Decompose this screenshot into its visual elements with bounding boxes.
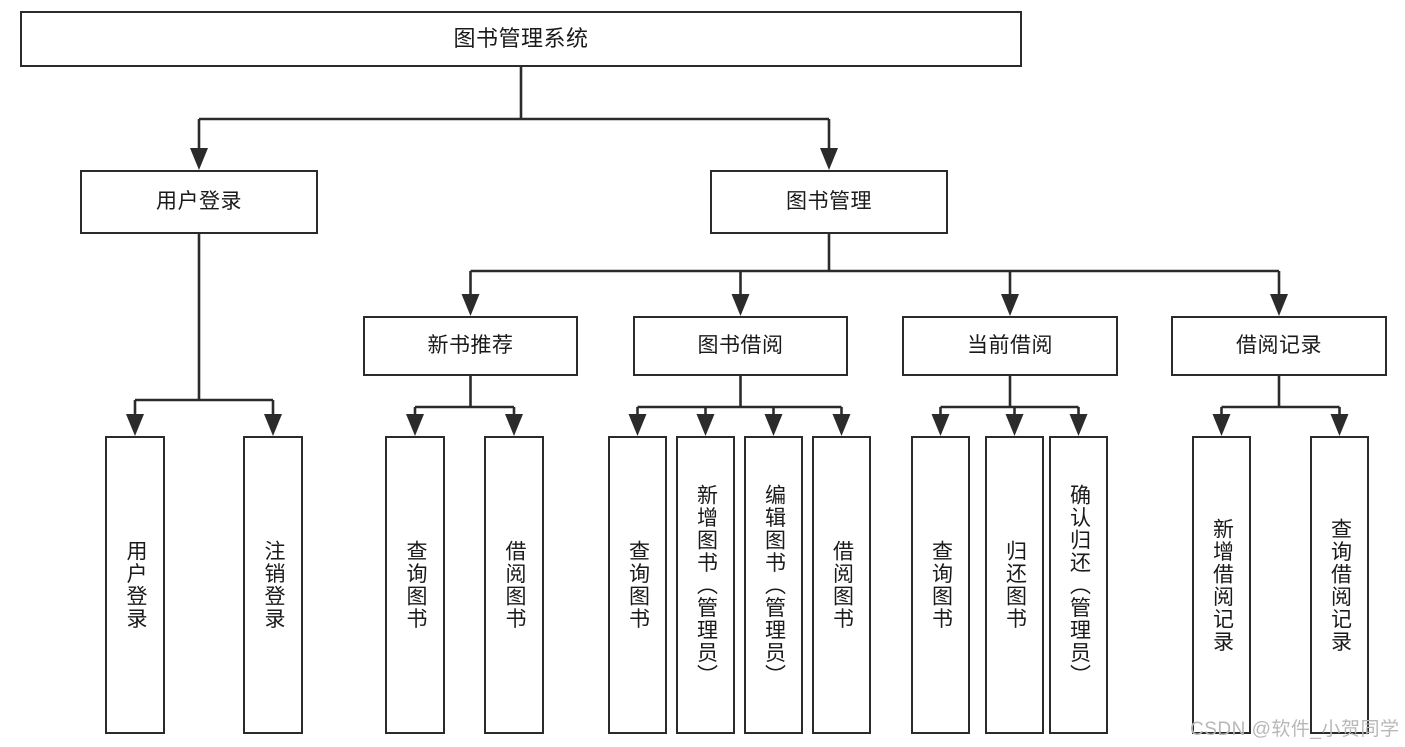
arrowhead (505, 414, 523, 436)
node-label-leaf-borrow-2: 借阅图书 (830, 540, 854, 630)
arrowhead (764, 414, 783, 436)
node-label-borrow-record: 借阅记录 (1236, 333, 1322, 357)
node-label-leaf-add-book: 新增图书（管理员） (694, 483, 718, 687)
node-label-book-borrow: 图书借阅 (697, 333, 784, 357)
node-leaf-add-rec[interactable]: 新增借阅记录 (1192, 436, 1251, 734)
arrowhead (820, 148, 838, 170)
node-leaf-add-book[interactable]: 新增图书（管理员） (676, 436, 735, 734)
arrowhead (832, 414, 851, 436)
node-book-manage[interactable]: 图书管理 (710, 170, 948, 234)
node-label-leaf-logout: 注销登录 (262, 540, 286, 630)
arrowhead (406, 414, 424, 436)
node-book-borrow[interactable]: 图书借阅 (633, 316, 848, 376)
arrowhead (1069, 414, 1088, 436)
arrowhead (1270, 294, 1288, 316)
arrowhead (1212, 414, 1231, 436)
arrowhead (1005, 414, 1024, 436)
node-label-root: 图书管理系统 (453, 26, 589, 52)
node-leaf-query-1[interactable]: 查询图书 (385, 436, 445, 734)
node-leaf-user-login[interactable]: 用户登录 (105, 436, 165, 734)
node-label-leaf-query-1: 查询图书 (404, 540, 428, 630)
node-borrow-record[interactable]: 借阅记录 (1171, 316, 1387, 376)
node-root[interactable]: 图书管理系统 (20, 11, 1022, 67)
node-label-leaf-user-login: 用户登录 (124, 540, 148, 630)
node-label-leaf-query-rec: 查询借阅记录 (1328, 517, 1352, 653)
node-label-leaf-edit-book: 编辑图书（管理员） (762, 483, 786, 687)
arrowhead (190, 148, 208, 170)
node-leaf-borrow-2[interactable]: 借阅图书 (812, 436, 871, 734)
watermark-text: CSDN @软件_小贺同学 (1190, 719, 1400, 740)
node-label-current-borrow: 当前借阅 (967, 333, 1053, 357)
arrowhead (264, 414, 282, 436)
node-label-leaf-confirm: 确认归还（管理员） (1067, 483, 1091, 687)
node-label-leaf-query-3: 查询图书 (929, 540, 953, 630)
node-label-user-login: 用户登录 (156, 189, 242, 213)
node-label-leaf-add-rec: 新增借阅记录 (1210, 517, 1234, 653)
arrowhead (126, 414, 144, 436)
node-label-book-manage: 图书管理 (786, 189, 872, 213)
node-label-leaf-borrow-1: 借阅图书 (503, 540, 527, 630)
node-leaf-edit-book[interactable]: 编辑图书（管理员） (744, 436, 803, 734)
node-label-leaf-query-2: 查询图书 (626, 540, 650, 630)
node-leaf-confirm[interactable]: 确认归还（管理员） (1049, 436, 1108, 734)
node-current-borrow[interactable]: 当前借阅 (902, 316, 1118, 376)
arrowhead (1330, 414, 1349, 436)
node-user-login[interactable]: 用户登录 (80, 170, 318, 234)
node-leaf-query-rec[interactable]: 查询借阅记录 (1310, 436, 1369, 734)
arrowhead (931, 414, 950, 436)
node-label-new-book-rec: 新书推荐 (427, 333, 514, 357)
arrowhead (628, 414, 647, 436)
arrowhead (1001, 294, 1019, 316)
node-leaf-return[interactable]: 归还图书 (985, 436, 1044, 734)
arrowhead (461, 294, 480, 316)
node-leaf-query-2[interactable]: 查询图书 (608, 436, 667, 734)
node-label-leaf-return: 归还图书 (1003, 540, 1027, 630)
node-leaf-borrow-1[interactable]: 借阅图书 (484, 436, 544, 734)
node-leaf-logout[interactable]: 注销登录 (243, 436, 303, 734)
arrowhead (696, 414, 715, 436)
node-new-book-rec[interactable]: 新书推荐 (363, 316, 578, 376)
node-leaf-query-3[interactable]: 查询图书 (911, 436, 970, 734)
arrowhead (731, 294, 750, 316)
